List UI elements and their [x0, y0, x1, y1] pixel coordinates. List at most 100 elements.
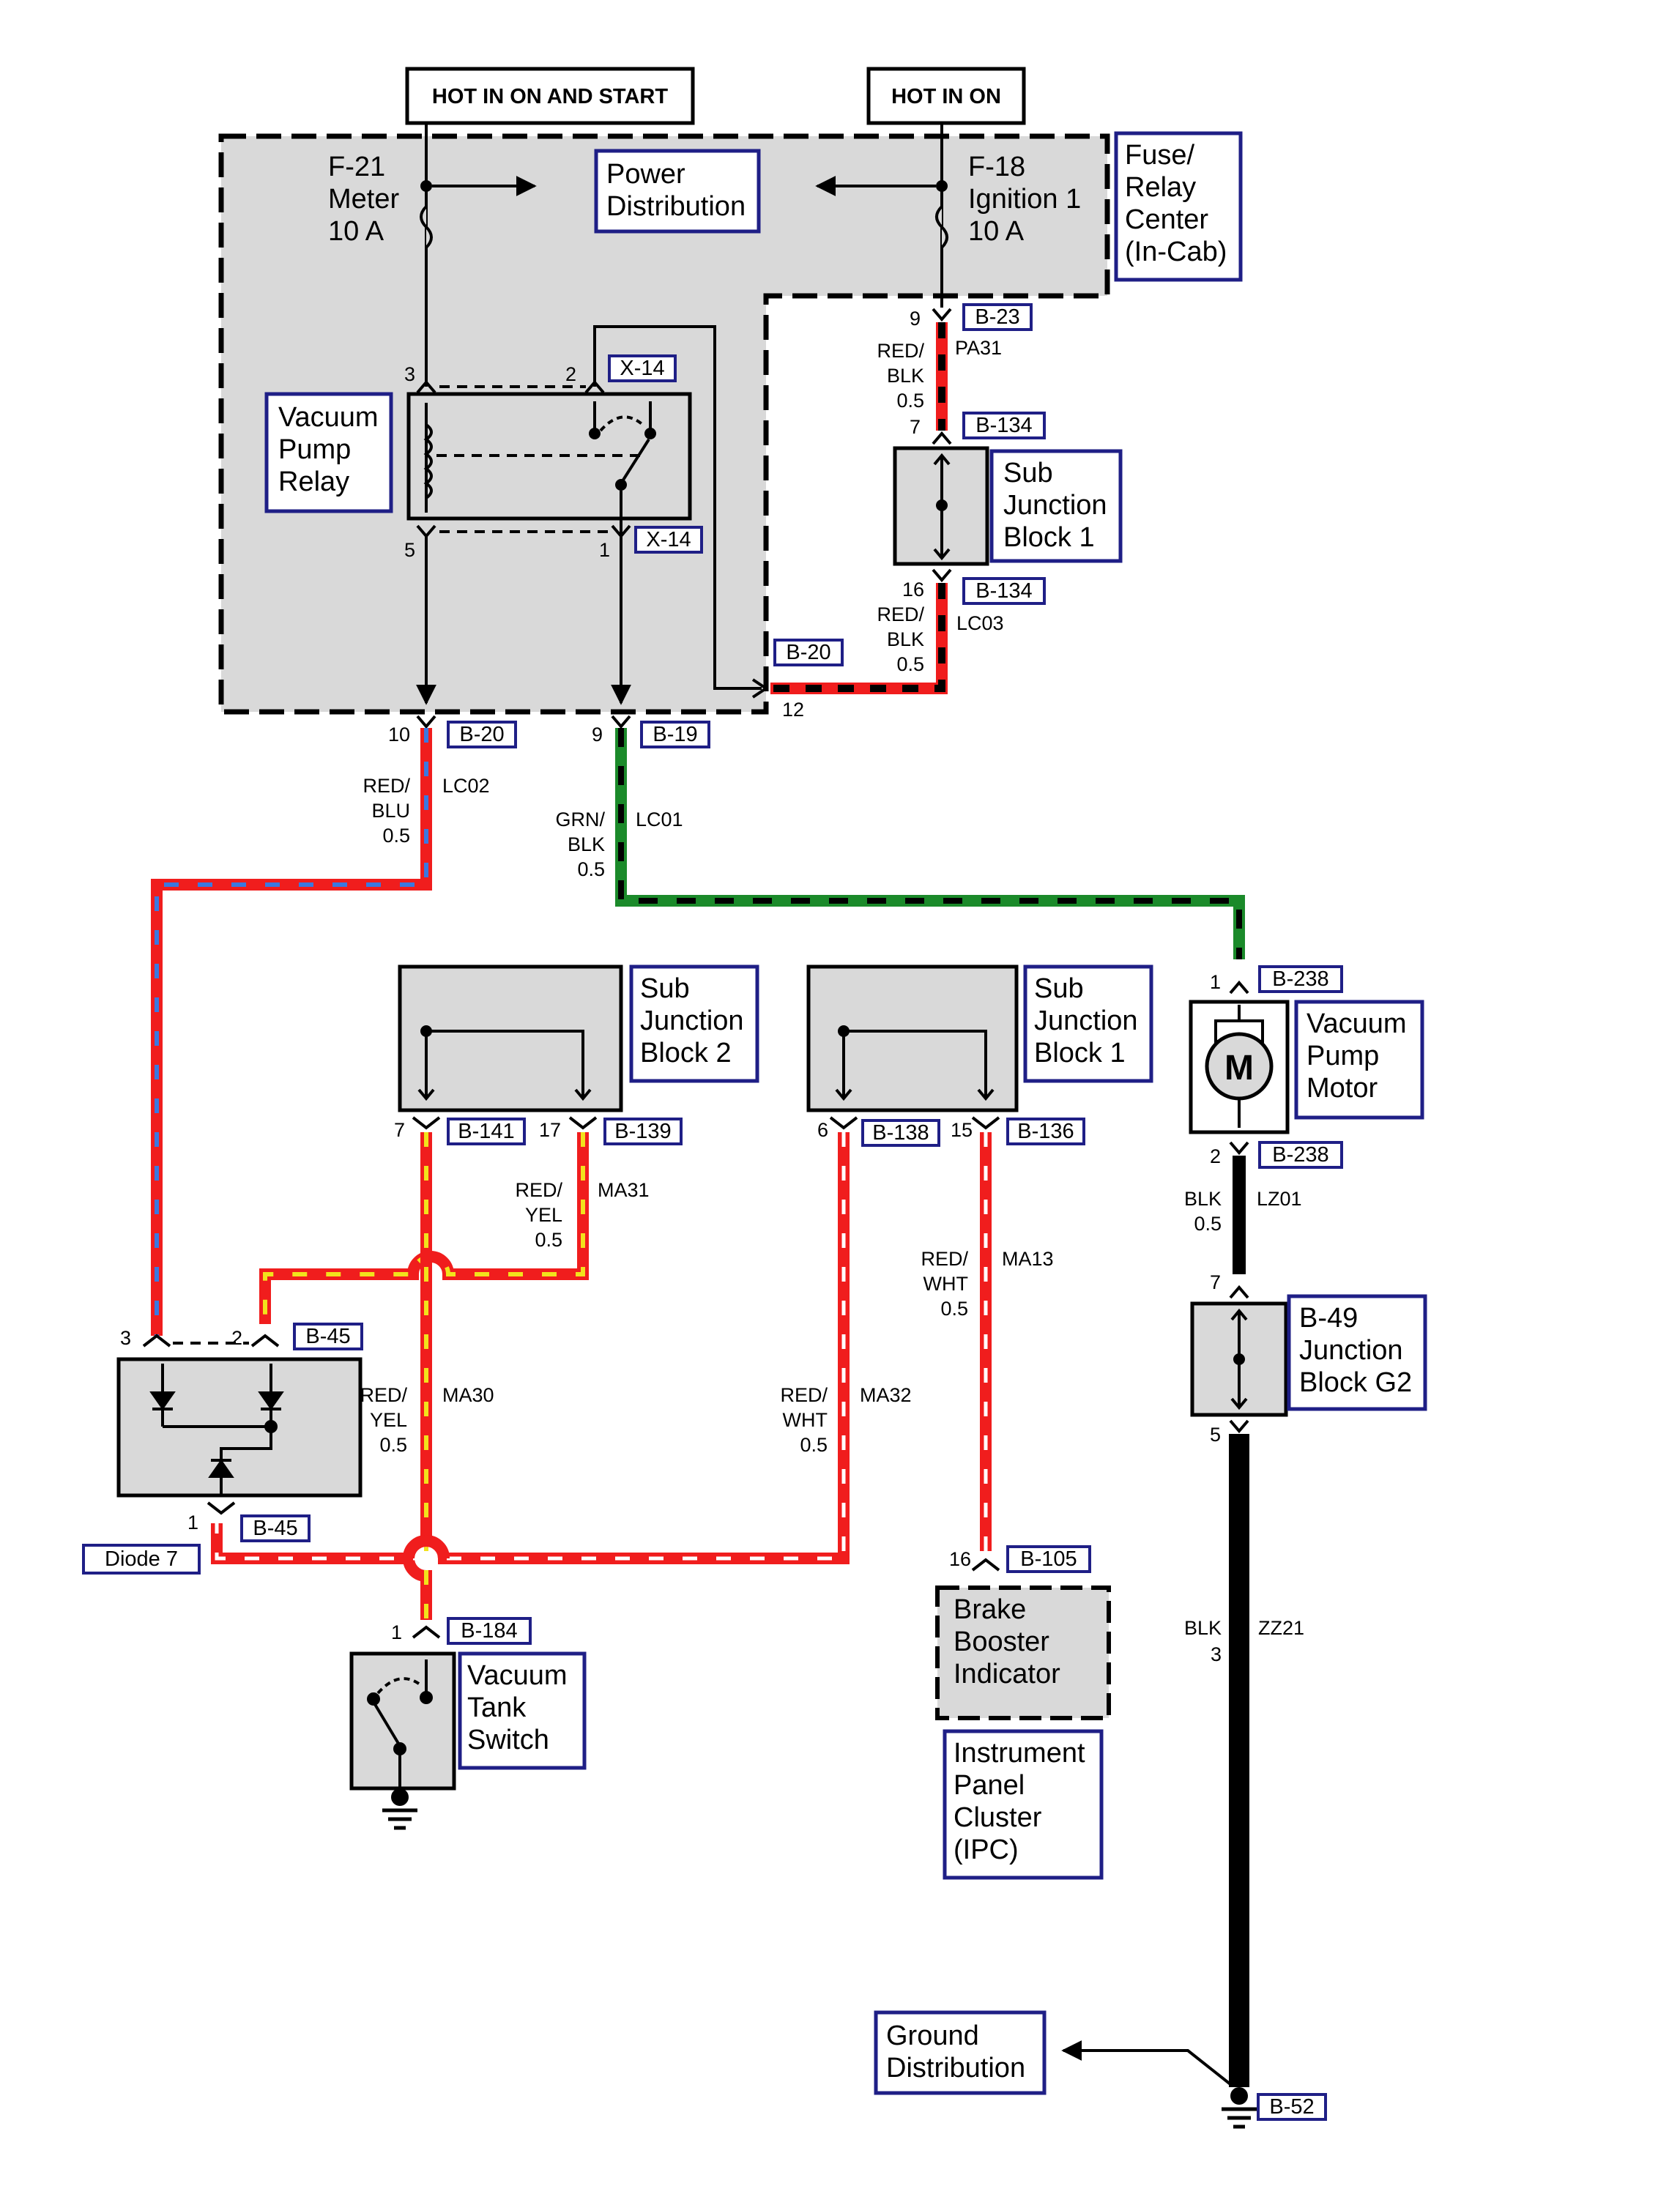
ipc-line4: (IPC) — [954, 1834, 1019, 1865]
wire-lz01-gauge: 0.5 — [1194, 1213, 1222, 1235]
vts-label-box — [458, 1651, 587, 1770]
sjb1-bottom-line2: Junction — [1034, 1005, 1138, 1036]
sjb2-pin17-connector-tag — [603, 1118, 683, 1145]
wire-ma32-stripe — [215, 1132, 846, 1561]
b20-lc03-connector: B-20 — [786, 641, 830, 664]
sjb1-top-line3: Block 1 — [1003, 522, 1095, 553]
power-distribution-box — [594, 149, 761, 234]
diode-icon — [149, 1364, 284, 1494]
wire-ma32-color-2: WHT — [783, 1409, 828, 1431]
sjb2-pin17: 17 — [539, 1119, 561, 1141]
b19-connector-icon — [611, 715, 631, 729]
sjb1-bottom-line3: Block 1 — [1034, 1038, 1126, 1068]
wire-lc02-pin: 10 — [388, 724, 410, 746]
ipc-label-box — [943, 1729, 1104, 1880]
wire-ma32-crossover — [403, 1535, 450, 1559]
motor-bottom-connector: B-238 — [1272, 1143, 1328, 1167]
wire-lc02-stripe — [155, 728, 428, 1336]
bbi-line1: Brake — [954, 1594, 1026, 1625]
wire-lc03-pin: 12 — [782, 699, 804, 721]
relay-pin3-connector-icon — [416, 379, 436, 394]
ground-distribution-label-box — [874, 2010, 1047, 2095]
bbi-pin16-connector-icon — [971, 1558, 1000, 1572]
sjb1-top-pin-in: 7 — [910, 416, 921, 438]
wire-ma31-color-2: YEL — [525, 1204, 562, 1226]
jbg2-line3: Block G2 — [1299, 1367, 1412, 1398]
sjb1-top-in-connector: B-134 — [975, 414, 1032, 437]
relay-nc-contact — [589, 428, 601, 439]
power-distribution-line1: Power — [606, 159, 685, 190]
wire-lc03-circuit: LC03 — [956, 612, 1004, 634]
bbi-pin16: 16 — [949, 1548, 971, 1570]
sjb1-bottom-bus — [842, 1030, 987, 1098]
motor-line2: Pump — [1307, 1041, 1379, 1071]
diode-7-label-box — [82, 1544, 201, 1575]
ignition-bus-node — [936, 180, 948, 192]
wire-ma30-circuit: MA30 — [442, 1384, 494, 1406]
diode-pin3: 3 — [120, 1327, 131, 1349]
wire-pa31-circuit: PA31 — [955, 337, 1002, 359]
b20-pin10-connector-tag — [447, 721, 517, 748]
sjb1-top-out-connector-icon — [932, 568, 952, 583]
b184-connector-tag — [447, 1617, 532, 1645]
ground-distribution-line2: Distribution — [886, 2053, 1025, 2083]
motor-pin1-connector-icon — [1229, 980, 1249, 995]
relay-coil-icon — [423, 423, 433, 499]
wire-pa31-pin: 9 — [910, 308, 921, 330]
wire-ma13-gauge: 0.5 — [940, 1298, 968, 1320]
wire-pa31-color-1: RED/ — [877, 340, 924, 362]
wire-lc03-stripe — [770, 583, 945, 692]
relay-pin1: 1 — [599, 539, 610, 561]
wire-ma13-color-1: RED/ — [921, 1248, 968, 1270]
motor-pin2: 2 — [1210, 1145, 1221, 1167]
sjb2-pin7: 7 — [394, 1119, 405, 1141]
sjb1-top-pin-out: 16 — [902, 579, 924, 601]
ignition-fuse-icon — [935, 205, 948, 249]
diode-bottom-connector-tag — [240, 1514, 311, 1542]
wire-lc01-base — [615, 728, 1245, 959]
vts-pin1: 1 — [391, 1621, 402, 1643]
sjb2-bus-arrows — [417, 1088, 592, 1101]
bbi-line2: Booster — [954, 1627, 1049, 1657]
relay-top-connector-tag — [608, 354, 677, 382]
jbg2-node — [1233, 1353, 1245, 1365]
relay-switch-blade — [620, 438, 650, 485]
wire-ma32-gauge: 0.5 — [800, 1434, 828, 1456]
fuse-relay-center-line3: Center — [1125, 204, 1208, 235]
sjb2-pin7-connector-tag — [447, 1118, 526, 1145]
diode-pin3-connector-icon — [142, 1334, 171, 1347]
relay-pin2-feed-wire — [593, 325, 762, 690]
diode-pin1: 1 — [187, 1512, 198, 1534]
vts-pin1-connector-icon — [412, 1625, 441, 1639]
wire-zz21-gauge: 3 — [1211, 1643, 1222, 1665]
wire-ma31-circuit: MA31 — [598, 1179, 650, 1201]
wire-zz21-color: BLK — [1184, 1617, 1222, 1639]
wire-lc02-gauge: 0.5 — [382, 825, 410, 847]
sjb2-pin7-connector-icon — [412, 1116, 441, 1130]
fuse-f21-name: F-21 — [328, 152, 385, 182]
sjb2-pin17-connector-icon — [568, 1116, 598, 1130]
jbg2-pin7: 7 — [1210, 1271, 1221, 1293]
relay-switch-travel — [599, 415, 646, 432]
sjb1-top-label-box — [989, 449, 1123, 563]
wire-lc02-color-2: BLU — [371, 800, 410, 822]
diode-pin2-connector-icon — [250, 1334, 280, 1347]
vacuum-tank-switch-icon — [367, 1659, 433, 1793]
wire-lc01-circuit: LC01 — [636, 808, 683, 830]
sjb1-bottom-bus-arrows — [835, 1088, 995, 1101]
b23-connector-icon — [932, 308, 952, 322]
wire-lc02-circuit: LC02 — [442, 775, 490, 797]
sjb2-line1: Sub — [640, 973, 690, 1004]
b105-connector-tag — [1006, 1545, 1091, 1573]
motor-top-connector: B-238 — [1272, 967, 1328, 991]
wire-ma13-color-2: WHT — [923, 1273, 968, 1295]
wire-ma32-circuit: MA32 — [860, 1384, 912, 1406]
vacuum-pump-relay-line3: Relay — [278, 466, 349, 497]
fuse-f21-rating: 10 A — [328, 216, 384, 247]
meter-fuse-icon — [420, 205, 433, 249]
sjb2-line2: Junction — [640, 1005, 744, 1036]
sjb1-bottom-node — [838, 1025, 850, 1037]
sjb1-top-bus-arrows — [933, 453, 951, 561]
sjb1-bottom-pin15-connector: B-136 — [1017, 1120, 1074, 1143]
motor-icon — [1205, 1032, 1274, 1101]
